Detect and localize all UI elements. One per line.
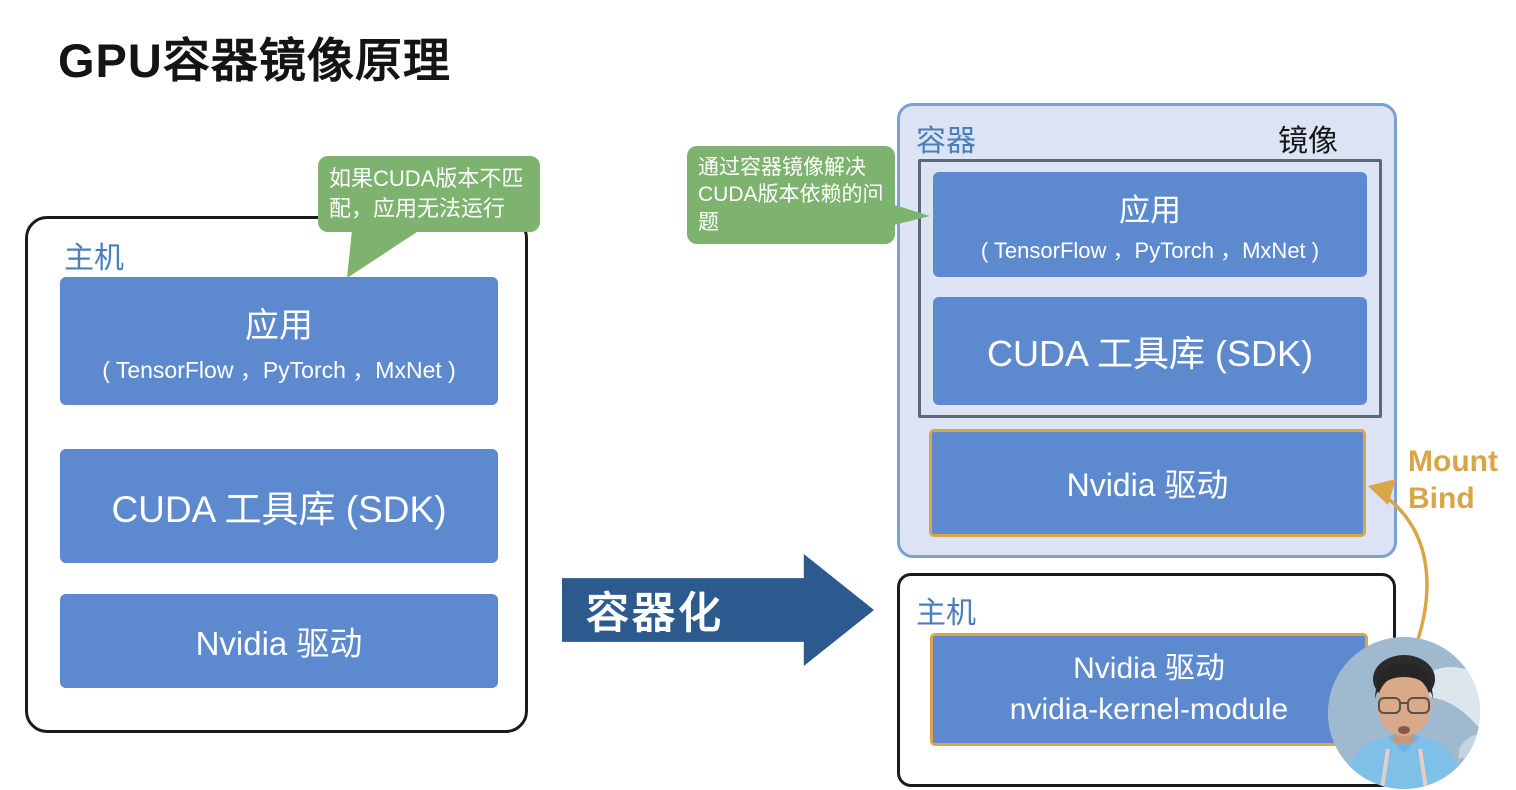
host-left-panel: 主机 应用 ( TensorFlow ，PyTorch ，MxNet ) CUD… <box>25 216 528 733</box>
driver-box-container-label: Nvidia 驱动 <box>1066 467 1229 503</box>
presenter-avatar <box>1328 637 1480 789</box>
cuda-box-container-label: CUDA 工具库 (SDK) <box>986 333 1314 374</box>
kernel-driver-line2: nvidia-kernel-module <box>1009 692 1289 726</box>
app-box-left: 应用 ( TensorFlow ，PyTorch ，MxNet ) <box>60 277 498 405</box>
mount-bind-line1: Mount <box>1408 445 1498 478</box>
image-label: 镜像 <box>1278 125 1338 158</box>
driver-box-left: Nvidia 驱动 <box>60 594 498 688</box>
app-box-left-title: 应用 <box>245 306 313 345</box>
host-bottom-panel: 主机 Nvidia 驱动 nvidia-kernel-module <box>897 573 1396 787</box>
host-bottom-label: 主机 <box>916 597 976 630</box>
kernel-driver-line1: Nvidia 驱动 <box>1073 652 1225 685</box>
app-box-container: 应用 ( TensorFlow ，PyTorch ，MxNet ) <box>933 172 1367 277</box>
kernel-driver-box: Nvidia 驱动 nvidia-kernel-module <box>930 633 1368 746</box>
container-panel: 容器 镜像 应用 ( TensorFlow ，PyTorch ，MxNet ) … <box>897 103 1397 558</box>
app-box-left-subtitle: ( TensorFlow ，PyTorch ，MxNet ) <box>102 356 456 383</box>
image-box: 应用 ( TensorFlow ，PyTorch ，MxNet ) CUDA 工… <box>918 159 1382 418</box>
mount-bind-label: Mount Bind <box>1408 444 1498 517</box>
containerize-arrow-label: 容器化 <box>586 590 724 638</box>
cuda-box-container: CUDA 工具库 (SDK) <box>933 297 1367 405</box>
page-title: GPU容器镜像原理 <box>58 34 451 87</box>
callout-left: 如果CUDA版本不匹配，应用无法运行 <box>318 156 540 232</box>
app-box-container-subtitle: ( TensorFlow ，PyTorch ，MxNet ) <box>980 237 1320 263</box>
driver-box-left-label: Nvidia 驱动 <box>195 625 363 662</box>
host-left-label: 主机 <box>64 242 124 275</box>
cuda-box-left-label: CUDA 工具库 (SDK) <box>111 489 447 530</box>
cuda-box-left: CUDA 工具库 (SDK) <box>60 449 498 563</box>
driver-box-container: Nvidia 驱动 <box>929 429 1366 537</box>
containerize-arrow: 容器化 <box>562 554 874 666</box>
app-box-container-title: 应用 <box>1119 192 1181 228</box>
callout-right: 通过容器镜像解决CUDA版本依赖的问题 <box>687 146 895 244</box>
container-label: 容器 <box>916 125 976 158</box>
webcam-overlay <box>1328 637 1480 789</box>
mount-bind-line2: Bind <box>1408 481 1475 515</box>
